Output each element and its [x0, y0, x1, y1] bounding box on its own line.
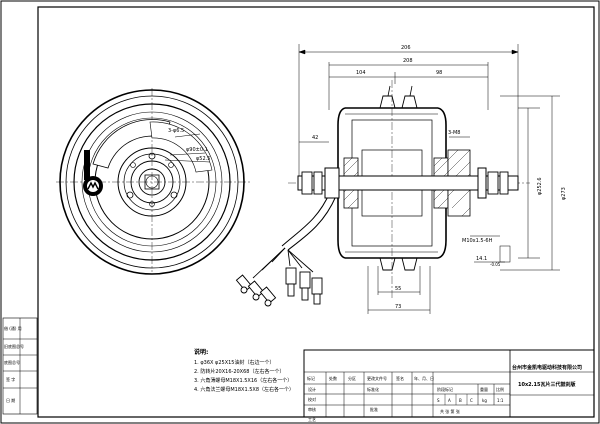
- dim-bottom-inner: 55: [395, 286, 401, 292]
- stamp-label-date: 日 期: [6, 397, 15, 403]
- note-item-2: 2. 防转片20X16-20X68（左右各一个）: [194, 368, 284, 375]
- scale-label: 比例: [496, 386, 504, 392]
- bottom-dimension-lines: [367, 266, 431, 314]
- axle-shaft: [297, 167, 519, 199]
- approve-label: 批准: [370, 406, 378, 412]
- dim-pcd-side: φ90±0.1: [186, 147, 208, 153]
- stamp-label-old-base: 旧底图总号: [4, 343, 24, 349]
- sheet-info: 共 张 第 张: [440, 408, 460, 414]
- th-change-doc: 更改文件号: [367, 375, 387, 381]
- stage-label: 阶段标记: [437, 386, 453, 392]
- dim-thread: M10x1.5-6H: [462, 238, 493, 244]
- notes-block: 说明: 1. φ36X φ25X15油封（右边一个） 2. 防转片20X16-2…: [194, 348, 294, 393]
- stage-mark-a: A: [448, 398, 451, 403]
- stamp-label-borrow: 借 (通) 用: [4, 325, 22, 331]
- role-design: 设计: [308, 386, 316, 392]
- front-view: [56, 88, 250, 275]
- weight-unit: kg: [482, 398, 487, 403]
- stamp-label-base: 底图总号: [4, 359, 20, 365]
- title-block: [303, 349, 595, 418]
- dim-hole-pattern: 3-φ6.5: [168, 128, 184, 134]
- dim-inner-width: 208: [403, 58, 413, 64]
- terminal-connectors: [235, 267, 323, 307]
- role-process: 工艺: [308, 417, 316, 422]
- stage-mark-b: B: [459, 398, 462, 403]
- role-check: 校对: [308, 396, 316, 402]
- note-item-3: 3. 六角薄螺母M18X1.5X16（左右各一个）: [194, 377, 292, 384]
- dim-rim-diameter: φ252.6: [537, 177, 543, 195]
- stage-mark-c: C: [470, 398, 473, 403]
- dim-overall-width: 206: [401, 45, 411, 51]
- th-date: 年、月、日: [414, 375, 434, 381]
- company-name: 台州市金凯电驱动科技有限公司: [512, 364, 582, 371]
- notes-header: 说明:: [194, 348, 208, 356]
- product-name: 10x2.15瓦片三代鼓刹版: [518, 381, 576, 388]
- top-dimension-lines: [298, 44, 519, 176]
- dim-bottom-width: 73: [395, 304, 401, 310]
- stage-mark-s: S: [437, 398, 440, 403]
- dim-right-segment: 98: [436, 70, 442, 76]
- th-count: 处数: [329, 375, 337, 381]
- left-stamp-column: 借 (通) 用 旧底图总号 底图总号 签 字 日 期: [2, 317, 38, 415]
- front-view-leaders: [164, 133, 211, 163]
- note-item-4: 4. 六角法兰螺母M18X1.5X8（左右各一个）: [194, 386, 294, 393]
- th-mark: 标记: [307, 375, 315, 381]
- note-item-1: 1. φ36X φ25X15油封（右边一个）: [194, 359, 274, 366]
- std-label: 标准化: [367, 386, 379, 392]
- dim-outer-diameter: φ273: [561, 187, 567, 200]
- scale-value: 1:1: [497, 398, 504, 403]
- dim-flat: 14.1: [476, 256, 487, 262]
- brand-logo-icon: [83, 150, 103, 196]
- role-review: 审核: [308, 406, 316, 412]
- th-sign: 签名: [396, 375, 404, 381]
- inner-frame: [37, 6, 595, 418]
- dim-flange-offset: 42: [312, 135, 318, 141]
- dim-left-segment: 104: [356, 70, 366, 76]
- stamp-label-sign: 签 字: [6, 376, 15, 382]
- dim-flat-tolerance: -0.05: [490, 262, 501, 267]
- cable-bundle: [252, 191, 337, 279]
- dim-pcd-small: φ52.5: [196, 156, 210, 162]
- dim-bolt-holes: 3-M8: [448, 130, 460, 136]
- right-dimension-lines: [449, 95, 560, 271]
- weight-label: 重量: [480, 386, 488, 392]
- th-zone: 分区: [348, 375, 356, 381]
